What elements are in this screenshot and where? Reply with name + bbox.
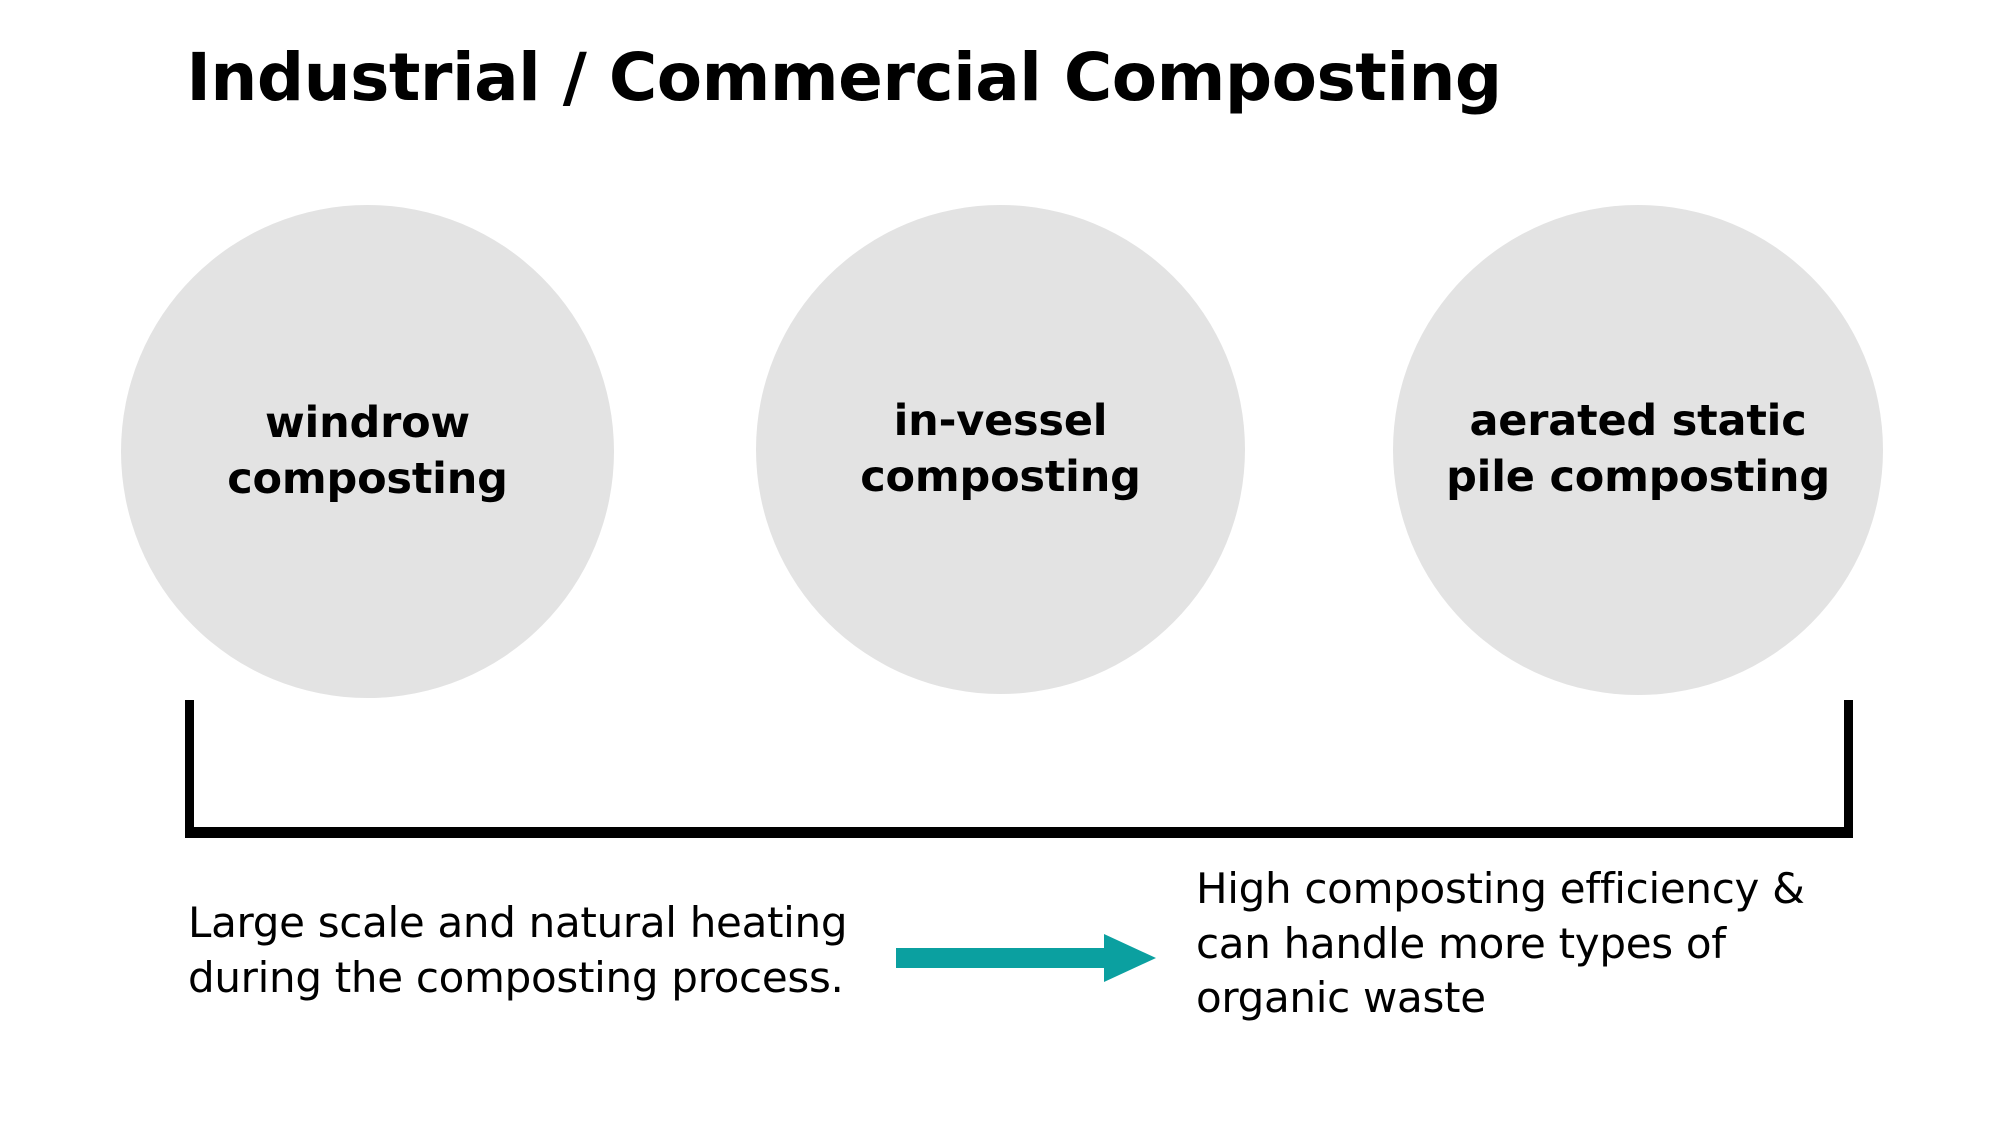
bracket-base-line [185, 827, 1853, 838]
circle-label-windrow-composting: windrow composting [227, 397, 508, 504]
grouping-bracket [185, 700, 1853, 838]
circle-in-vessel-composting: in-vessel composting [756, 205, 1245, 694]
caption-left-text: Large scale and natural heating during t… [188, 898, 848, 1002]
right-arrow-icon [896, 934, 1156, 982]
circle-aerated-static-pile-composting: aerated static pile composting [1393, 205, 1883, 695]
circle-label-aerated-static-pile-composting: aerated static pile composting [1446, 396, 1830, 502]
circle-label-in-vessel-composting: in-vessel composting [860, 395, 1141, 502]
bracket-arm-left [185, 700, 194, 838]
caption-right-text: High composting efficiency & can handle … [1196, 864, 1805, 1023]
caption-row: Large scale and natural heating during t… [0, 862, 2000, 1062]
bracket-arm-right [1844, 700, 1853, 838]
page-title: Industrial / Commercial Composting [186, 39, 1502, 116]
right-arrow-shape [896, 934, 1156, 982]
circle-windrow-composting: windrow composting [121, 205, 614, 698]
